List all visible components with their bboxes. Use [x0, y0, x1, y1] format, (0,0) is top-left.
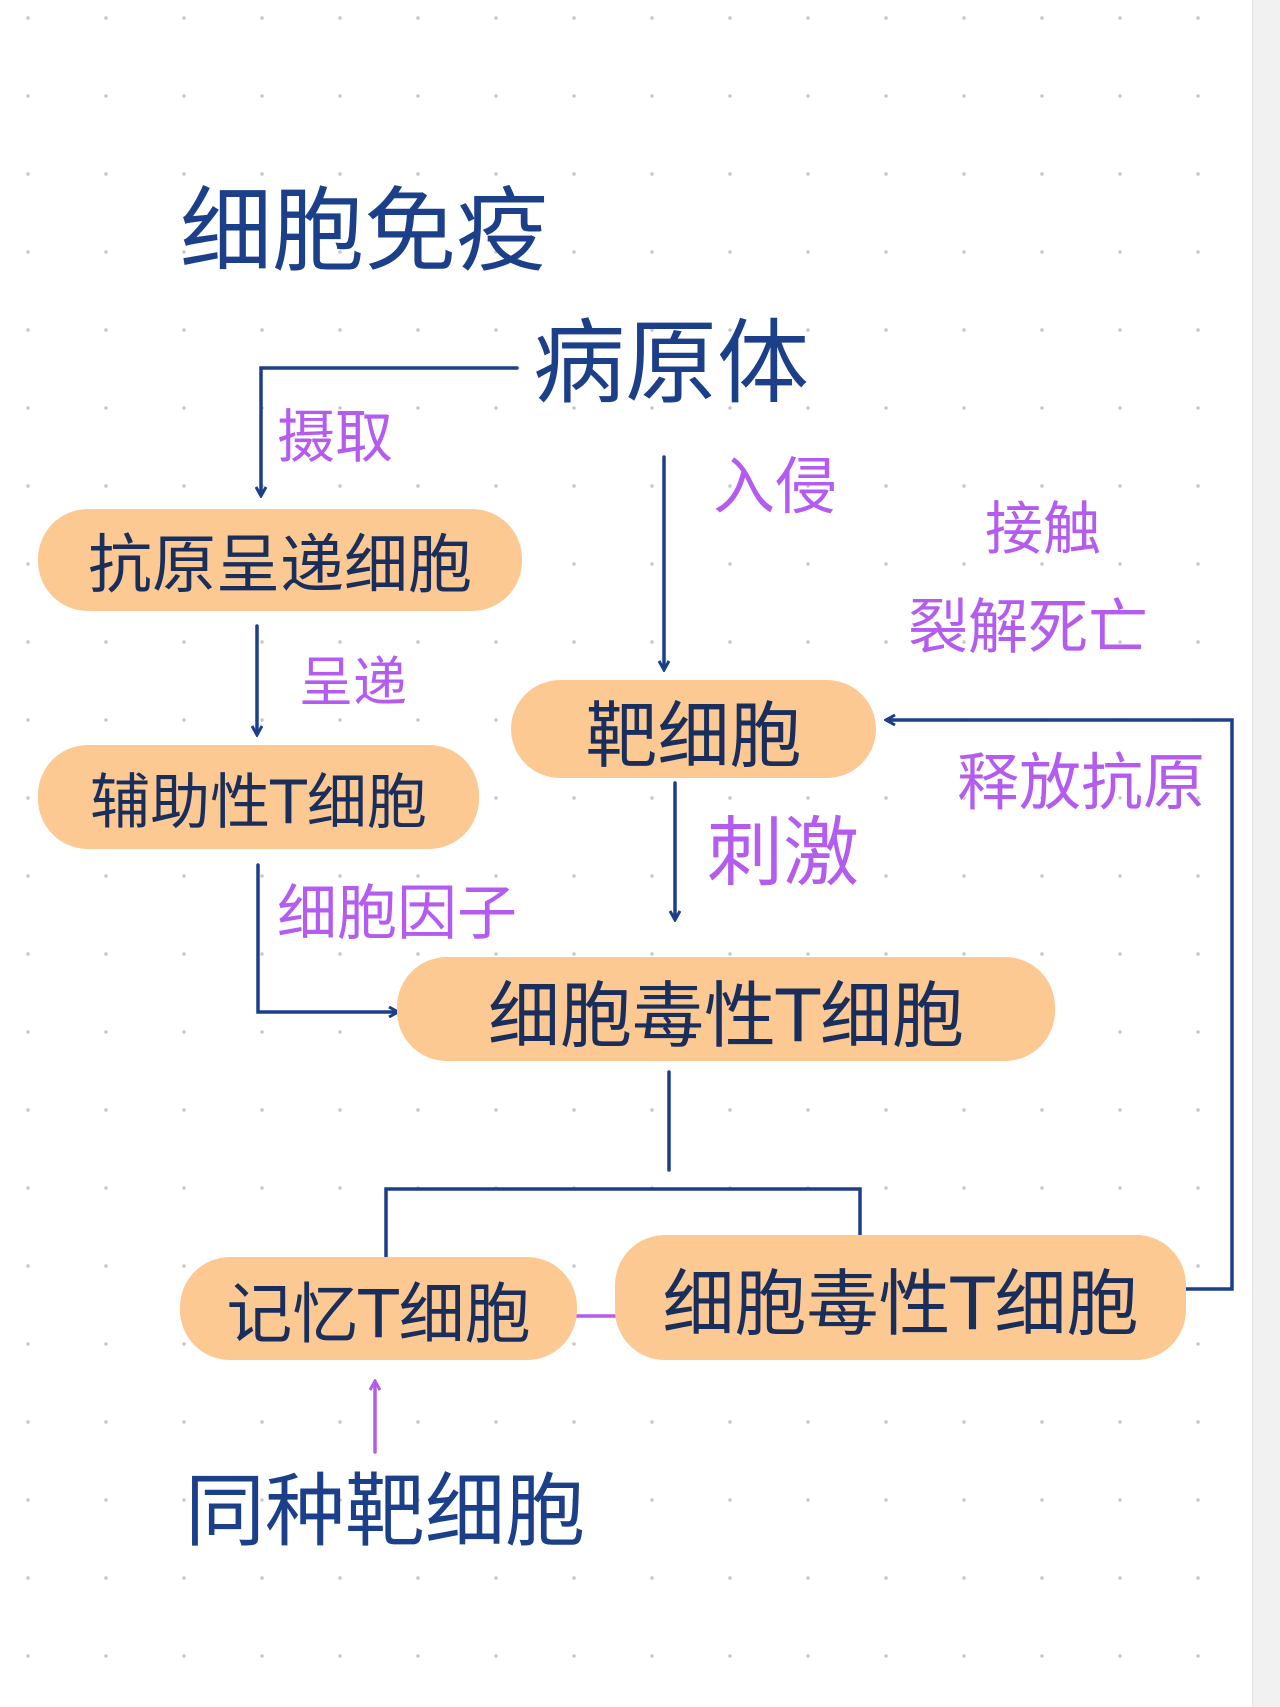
label-invade: 入侵	[713, 450, 838, 523]
label-uptake: 摄取	[277, 403, 394, 471]
dot-grid-background	[0, 0, 1252, 1707]
node-memory-t: 记忆T细胞	[180, 1257, 577, 1360]
label-lysis: 裂解死亡	[908, 593, 1148, 663]
label-stimulate: 刺激	[707, 808, 859, 897]
diagram-title: 细胞免疫	[180, 178, 549, 285]
node-same-target: 同种靶细胞	[185, 1465, 585, 1558]
label-release-antigen: 释放抗原	[957, 746, 1206, 819]
node-cytotoxic-t-2: 细胞毒性T细胞	[615, 1235, 1186, 1360]
label-cytokine: 细胞因子	[277, 879, 517, 949]
page-edge	[1252, 0, 1280, 1707]
line-branch	[384, 1187, 862, 1264]
node-target-cell: 靶细胞	[511, 680, 876, 778]
label-present: 呈递	[299, 651, 407, 714]
node-apc: 抗原呈递细胞	[38, 509, 522, 611]
arrow-helper-to-cytotoxic	[256, 863, 397, 1012]
node-pathogen: 病原体	[533, 310, 810, 417]
node-helper-t: 辅助性T细胞	[38, 745, 479, 849]
label-contact: 接触	[985, 495, 1102, 563]
arrow-effector-to-target	[887, 720, 1234, 1291]
node-cytotoxic-t: 细胞毒性T细胞	[397, 957, 1055, 1061]
arrow-pathogen-to-apc	[261, 366, 519, 495]
